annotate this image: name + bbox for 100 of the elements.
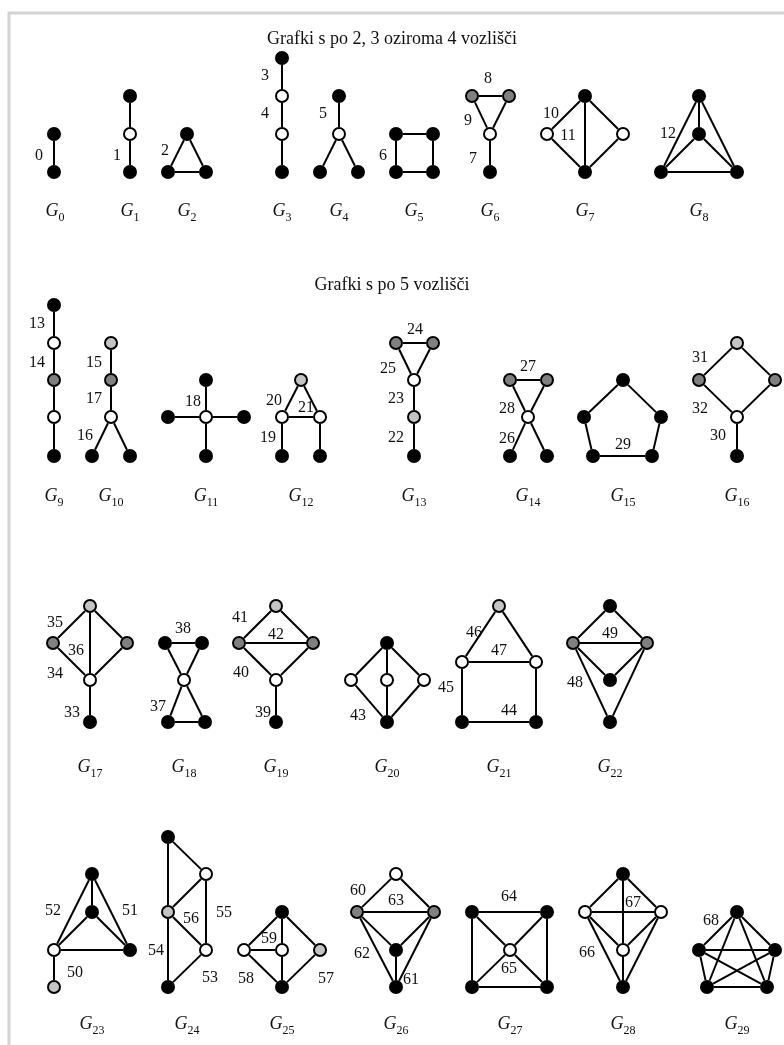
- graph-edge: [250, 949, 276, 951]
- graph-vertex: [692, 373, 706, 387]
- graph-edge: [172, 953, 202, 984]
- graph-name: G$_{13}$: [401, 486, 427, 508]
- graph-edge: [702, 915, 734, 947]
- graph-edge: [413, 423, 415, 450]
- graph-vertex: [465, 905, 479, 919]
- orbit-number: 19: [260, 429, 276, 445]
- graph-name: G$_{27}$: [497, 1014, 523, 1036]
- graph-edge: [53, 423, 55, 450]
- orbit-number: 6: [379, 147, 387, 163]
- orbit-number: 2: [161, 142, 169, 158]
- graph-vertex: [199, 943, 213, 957]
- graph-edge: [359, 917, 394, 982]
- graph-edge: [584, 102, 586, 166]
- orbit-number: 49: [602, 625, 618, 641]
- graph-name: G$_{19}$: [263, 757, 289, 779]
- graph-edge: [550, 99, 582, 131]
- graph-edge: [398, 348, 412, 375]
- graph-vertex: [180, 127, 194, 141]
- orbit-number: 36: [68, 642, 84, 658]
- graph-edge: [550, 137, 582, 169]
- graph-name: G$_{4}$: [329, 201, 349, 223]
- graph-name: G$_{0}$: [45, 201, 65, 223]
- graph-edge: [56, 879, 90, 945]
- graph-edge: [489, 140, 491, 166]
- graph-edge: [53, 386, 55, 411]
- graph-vertex: [199, 410, 213, 424]
- graph-name: G$_{20}$: [374, 757, 400, 779]
- graph-vertex: [483, 165, 497, 179]
- graph-edge: [413, 386, 415, 411]
- orbit-number: 11: [560, 127, 576, 143]
- graph-vertex: [104, 373, 118, 387]
- graph-vertex: [161, 905, 175, 919]
- graph-vertex: [332, 89, 346, 103]
- graph-edge: [89, 686, 91, 716]
- graph-edge: [288, 416, 314, 418]
- graph-vertex: [275, 165, 289, 179]
- graph-edge: [341, 139, 356, 167]
- graph-edge: [129, 102, 131, 128]
- graph-vertex: [654, 905, 668, 919]
- orbit-number: 18: [185, 393, 201, 409]
- graph-edge: [354, 647, 384, 676]
- graph-edge: [512, 385, 526, 412]
- graph-vertex: [586, 449, 600, 463]
- graph-vertex: [521, 410, 535, 424]
- graph-edge: [281, 102, 283, 128]
- orbit-number: 24: [407, 321, 423, 337]
- graph-vertex: [47, 373, 61, 387]
- graph-name: G$_{22}$: [597, 757, 623, 779]
- graph-edge: [516, 379, 541, 381]
- orbit-number: 52: [45, 902, 61, 918]
- graph-edge: [530, 422, 545, 451]
- graph-name: G$_{24}$: [174, 1014, 200, 1036]
- graph-edge: [713, 986, 761, 988]
- graph-edge: [622, 880, 624, 944]
- graph-vertex: [123, 943, 137, 957]
- orbit-number: 15: [86, 354, 102, 370]
- graph-vertex: [313, 410, 327, 424]
- graph-edge: [468, 721, 530, 723]
- orbit-number: 66: [579, 944, 595, 960]
- graph-vertex: [313, 449, 327, 463]
- graph-vertex: [269, 715, 283, 729]
- graph-name: G$_{14}$: [515, 486, 541, 508]
- graph-edge: [395, 956, 397, 981]
- graph-edge: [399, 877, 431, 909]
- graph-vertex: [269, 599, 283, 613]
- graph-edge: [53, 140, 55, 166]
- graph-edge: [478, 986, 541, 988]
- graph-edge: [576, 609, 607, 640]
- graph-vertex: [389, 867, 403, 881]
- graph-vertex: [158, 636, 172, 650]
- graph-name: G$_{10}$: [98, 486, 124, 508]
- graph-name: G$_{16}$: [724, 486, 750, 508]
- graph-vertex: [380, 715, 394, 729]
- graph-edge: [319, 423, 321, 450]
- graph-edge: [702, 137, 734, 169]
- graph-vertex: [380, 636, 394, 650]
- graph-name: G$_{12}$: [288, 486, 314, 508]
- graph-vertex: [730, 336, 744, 350]
- orbit-number: 57: [318, 970, 334, 986]
- graph-edge: [91, 880, 93, 906]
- section-heading: Grafki s po 2, 3 oziroma 4 vozlišči: [267, 29, 517, 47]
- graph-vertex: [616, 373, 630, 387]
- graph-edge: [174, 721, 199, 723]
- graph-name: G$_{29}$: [724, 1014, 750, 1036]
- graph-vertex: [47, 127, 61, 141]
- orbit-number: 12: [660, 125, 676, 141]
- graph-edge: [432, 140, 434, 166]
- orbit-number: 21: [298, 399, 314, 415]
- graph-edge: [476, 953, 506, 984]
- graph-edge: [712, 952, 770, 985]
- graph-edge: [354, 684, 384, 718]
- graph-edge: [113, 422, 128, 451]
- graph-edge: [167, 843, 169, 906]
- graph-vertex: [503, 449, 517, 463]
- graph-vertex: [47, 165, 61, 179]
- graph-vertex: [123, 127, 137, 141]
- graph-edge: [703, 346, 733, 377]
- graph-vertex: [407, 410, 421, 424]
